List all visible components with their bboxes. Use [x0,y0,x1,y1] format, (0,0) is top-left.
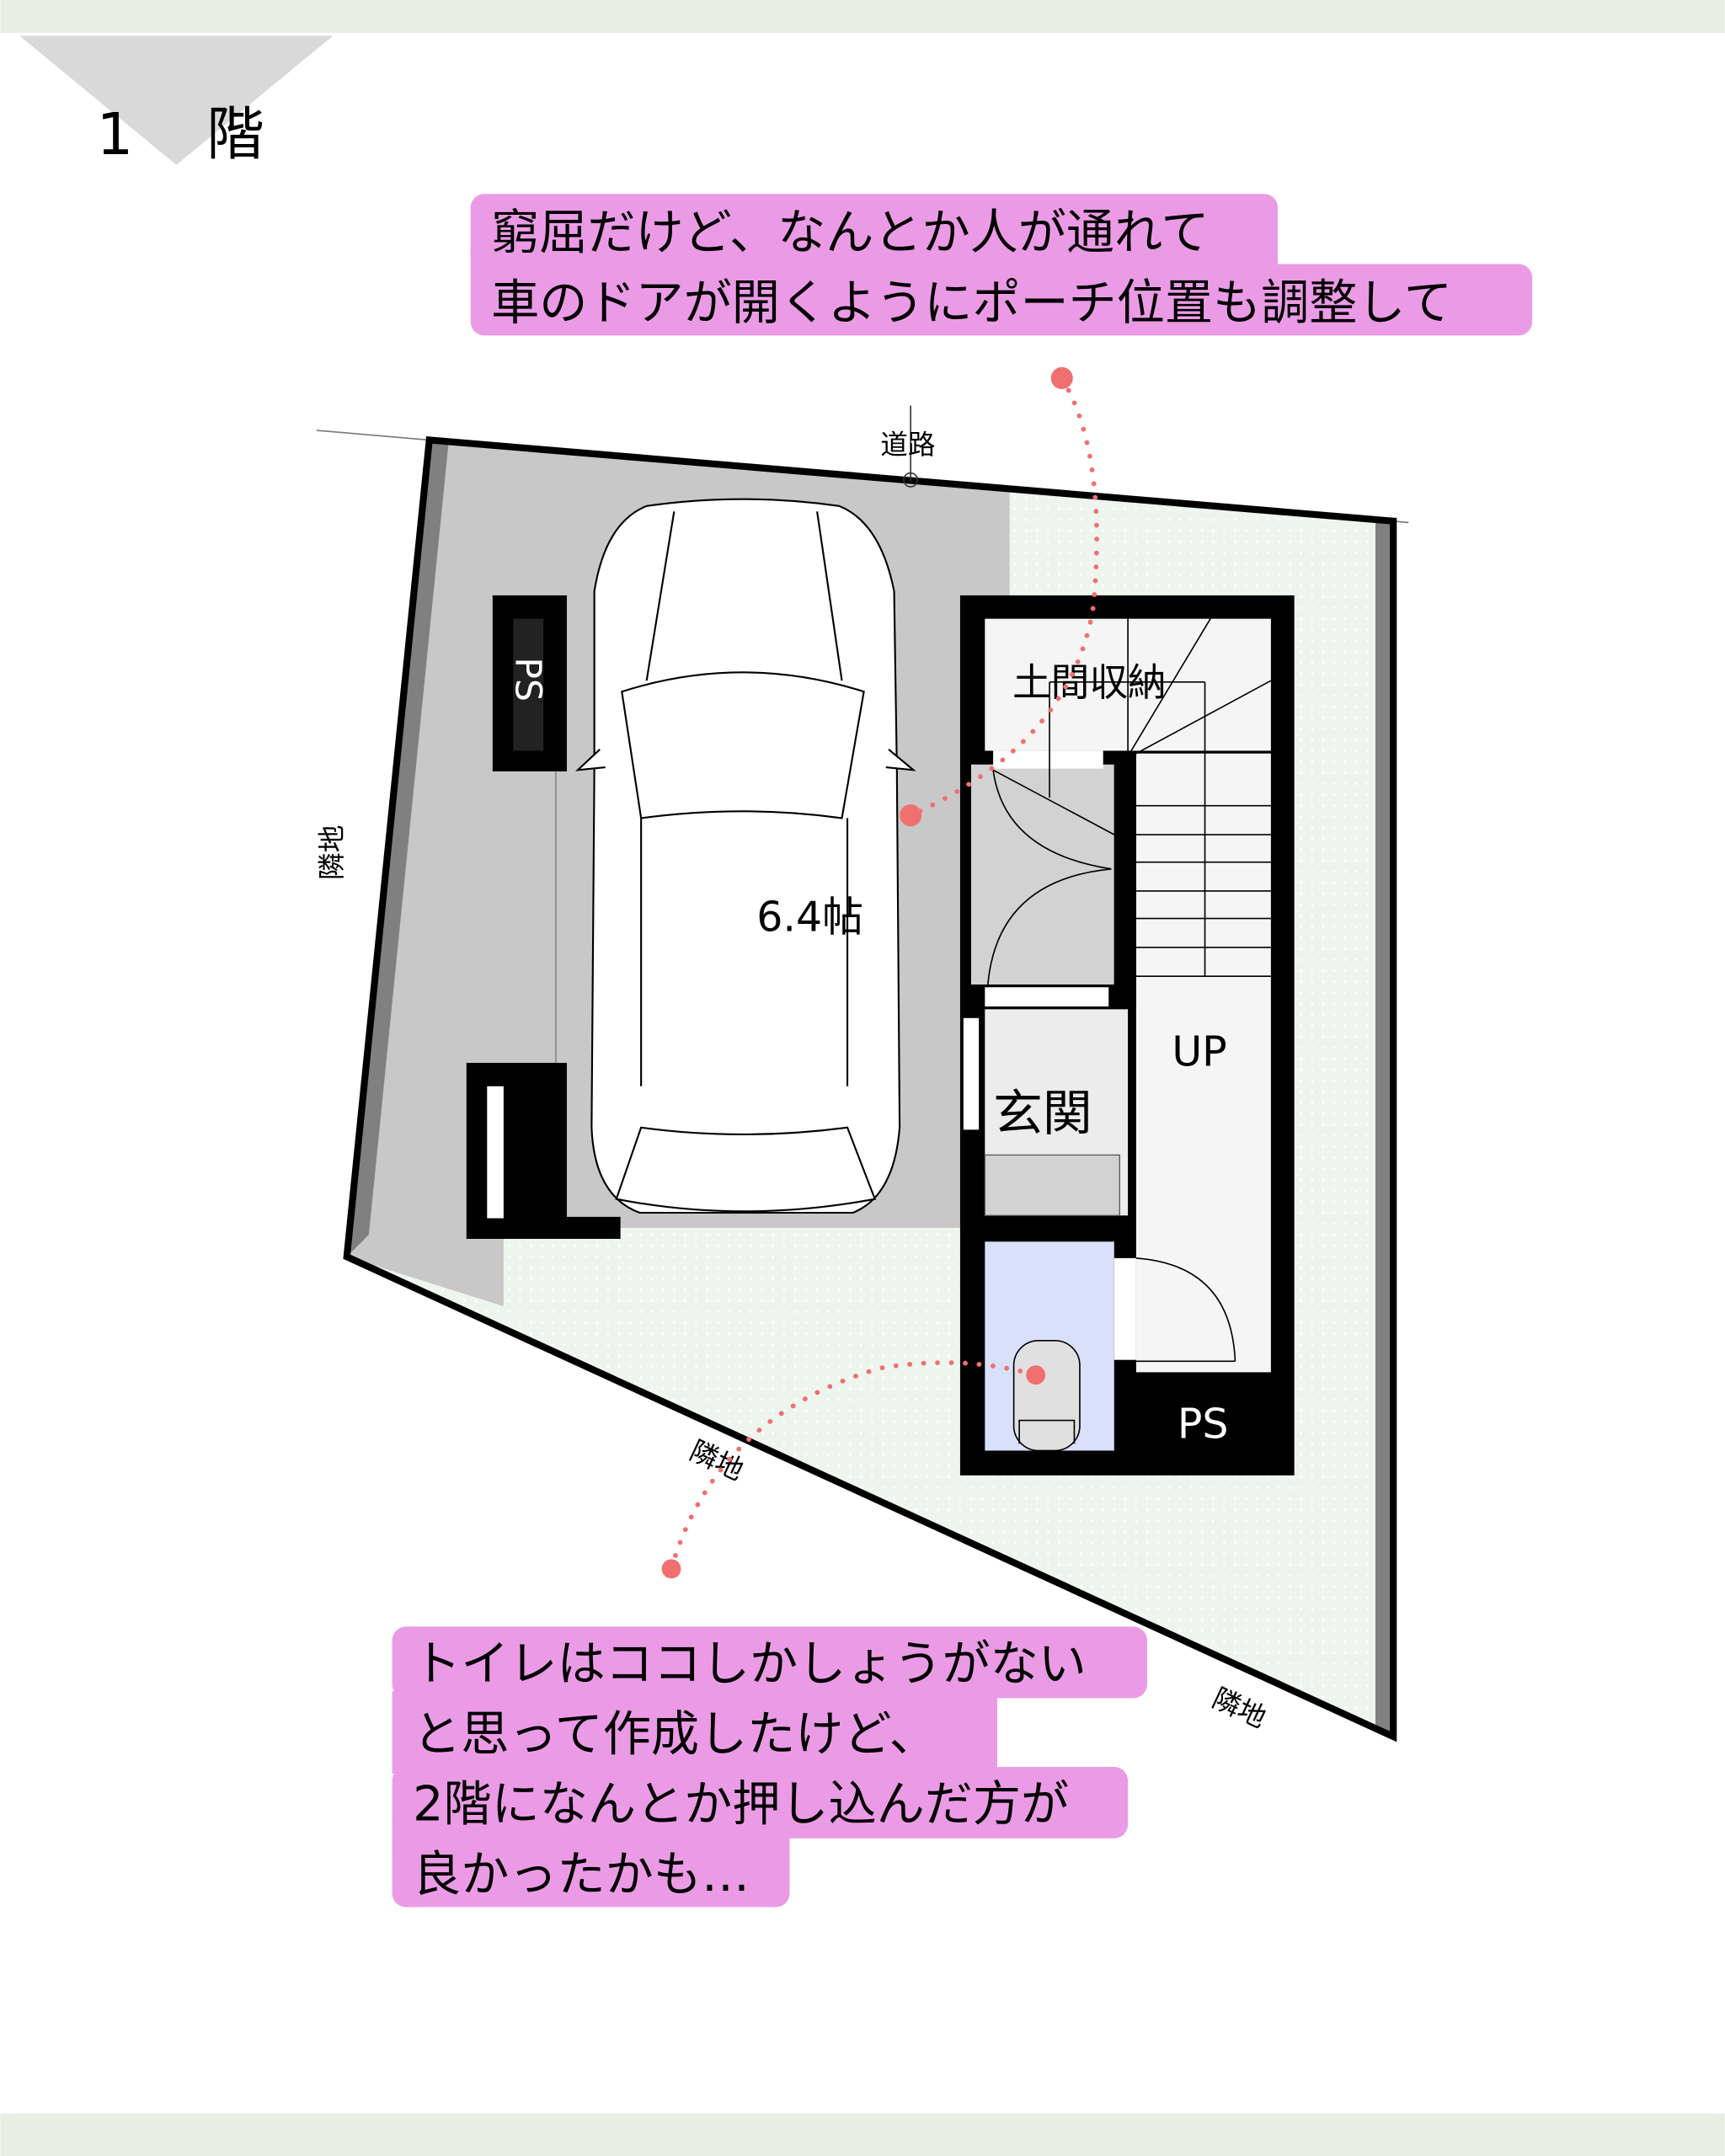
stair-wall [1114,753,1136,1007]
porch-slot [487,1086,504,1219]
ps-left-inner [513,618,544,751]
comment-top-line: 窮屈だけど、なんとか人が通れて [491,205,1209,261]
toilet-icon [1012,1340,1081,1452]
neighbor-left-label: 隣地 [316,825,348,880]
bottom-band [0,2113,1725,2156]
floor-kanji: 階 [206,101,264,168]
top-band [0,0,1725,34]
hall-floor [970,764,1114,985]
comment-bottom-line: 2階になんとか押し込んだ方が [413,1777,1069,1833]
porch-wall [466,1063,621,1240]
comment-bottom-line: 良かったかも… [413,1847,750,1903]
comment-top: 窮屈だけど、なんとか人が通れて 車のドアが開くようにポーチ位置も調整して [470,194,1533,336]
entrance-door[interactable] [962,1017,980,1131]
entrance-label: 玄関 [993,1084,1092,1142]
annotation-pointer-bottom [661,1360,1046,1579]
road-label: 道路 [880,429,935,461]
road-marker-icon [903,472,919,488]
toilet-door-opening[interactable] [1114,1257,1136,1360]
boundary-wall-right [1375,520,1394,1737]
entrance-inner-door-opening[interactable] [985,987,1109,1007]
comment-top-line: 車のドアが開くようにポーチ位置も調整して [491,275,1452,331]
neighbor-bottom-label: 隣地 [685,1434,748,1486]
annotation-pointer-top [900,366,1099,827]
ps-left-label: PS [507,657,548,702]
ps-right-label: PS [1178,1401,1229,1449]
stairs-up-label: UP [1172,1027,1226,1075]
site-boundary [343,436,1397,1742]
road-line [316,430,430,441]
floor-number: 1 [97,101,134,168]
up-hall [1135,976,1271,1373]
stairs-area [1135,753,1271,977]
garage-area-label: 6.4帖 [756,893,863,941]
comment-bottom: トイレはココしかしょうがない と思って作成したけど、 2階になんとか押し込んだ方… [392,1626,1147,1908]
comment-bottom-line: と思って作成したけど、 [413,1706,937,1762]
storage-door-opening[interactable] [993,750,1103,769]
comment-bottom-line: トイレはココしかしょうがない [413,1636,1087,1692]
shoe-cabinet [984,1154,1120,1216]
neighbor-right-label: 隣地 [1208,1682,1271,1734]
stairs-lines [986,618,1272,1363]
storage-label: 土間収納 [1012,660,1167,705]
car-icon [575,498,916,1214]
floor-marker-triangle [19,35,334,165]
boundary-wall-left [346,440,449,1257]
